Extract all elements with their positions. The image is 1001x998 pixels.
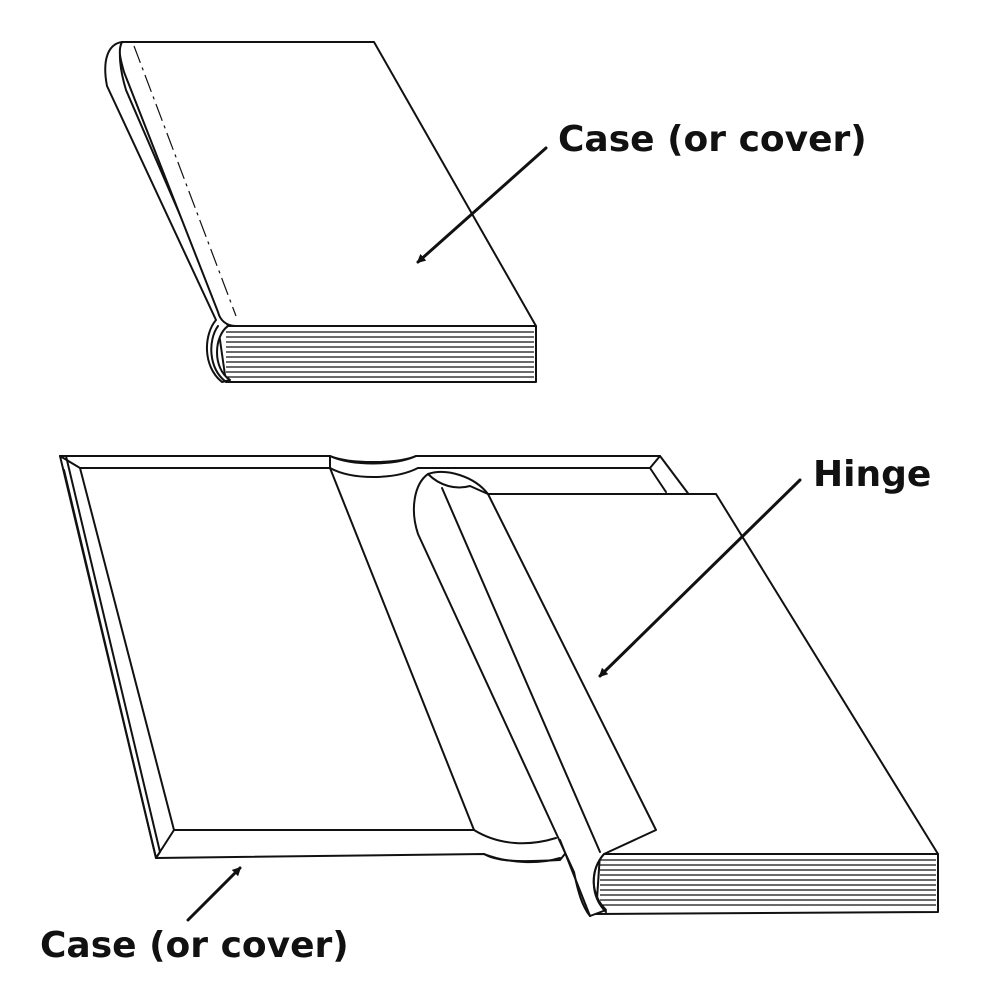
hinge-spine	[412, 471, 657, 917]
hinge-label: Hinge	[813, 454, 932, 495]
book-block	[412, 471, 939, 917]
book-block-page-edges	[595, 853, 939, 915]
closed-book-front-cover	[118, 41, 537, 327]
case-label-bottom: Case (or cover)	[40, 925, 349, 966]
arrow-hinge	[598, 478, 802, 678]
closed-book-text-block	[217, 325, 537, 383]
closed-book-cover-crease	[133, 45, 237, 317]
closed-book	[104, 41, 537, 383]
case-label-top: Case (or cover)	[558, 119, 867, 160]
arrow-case-bottom	[186, 866, 242, 922]
arrow-case-top	[416, 146, 548, 264]
